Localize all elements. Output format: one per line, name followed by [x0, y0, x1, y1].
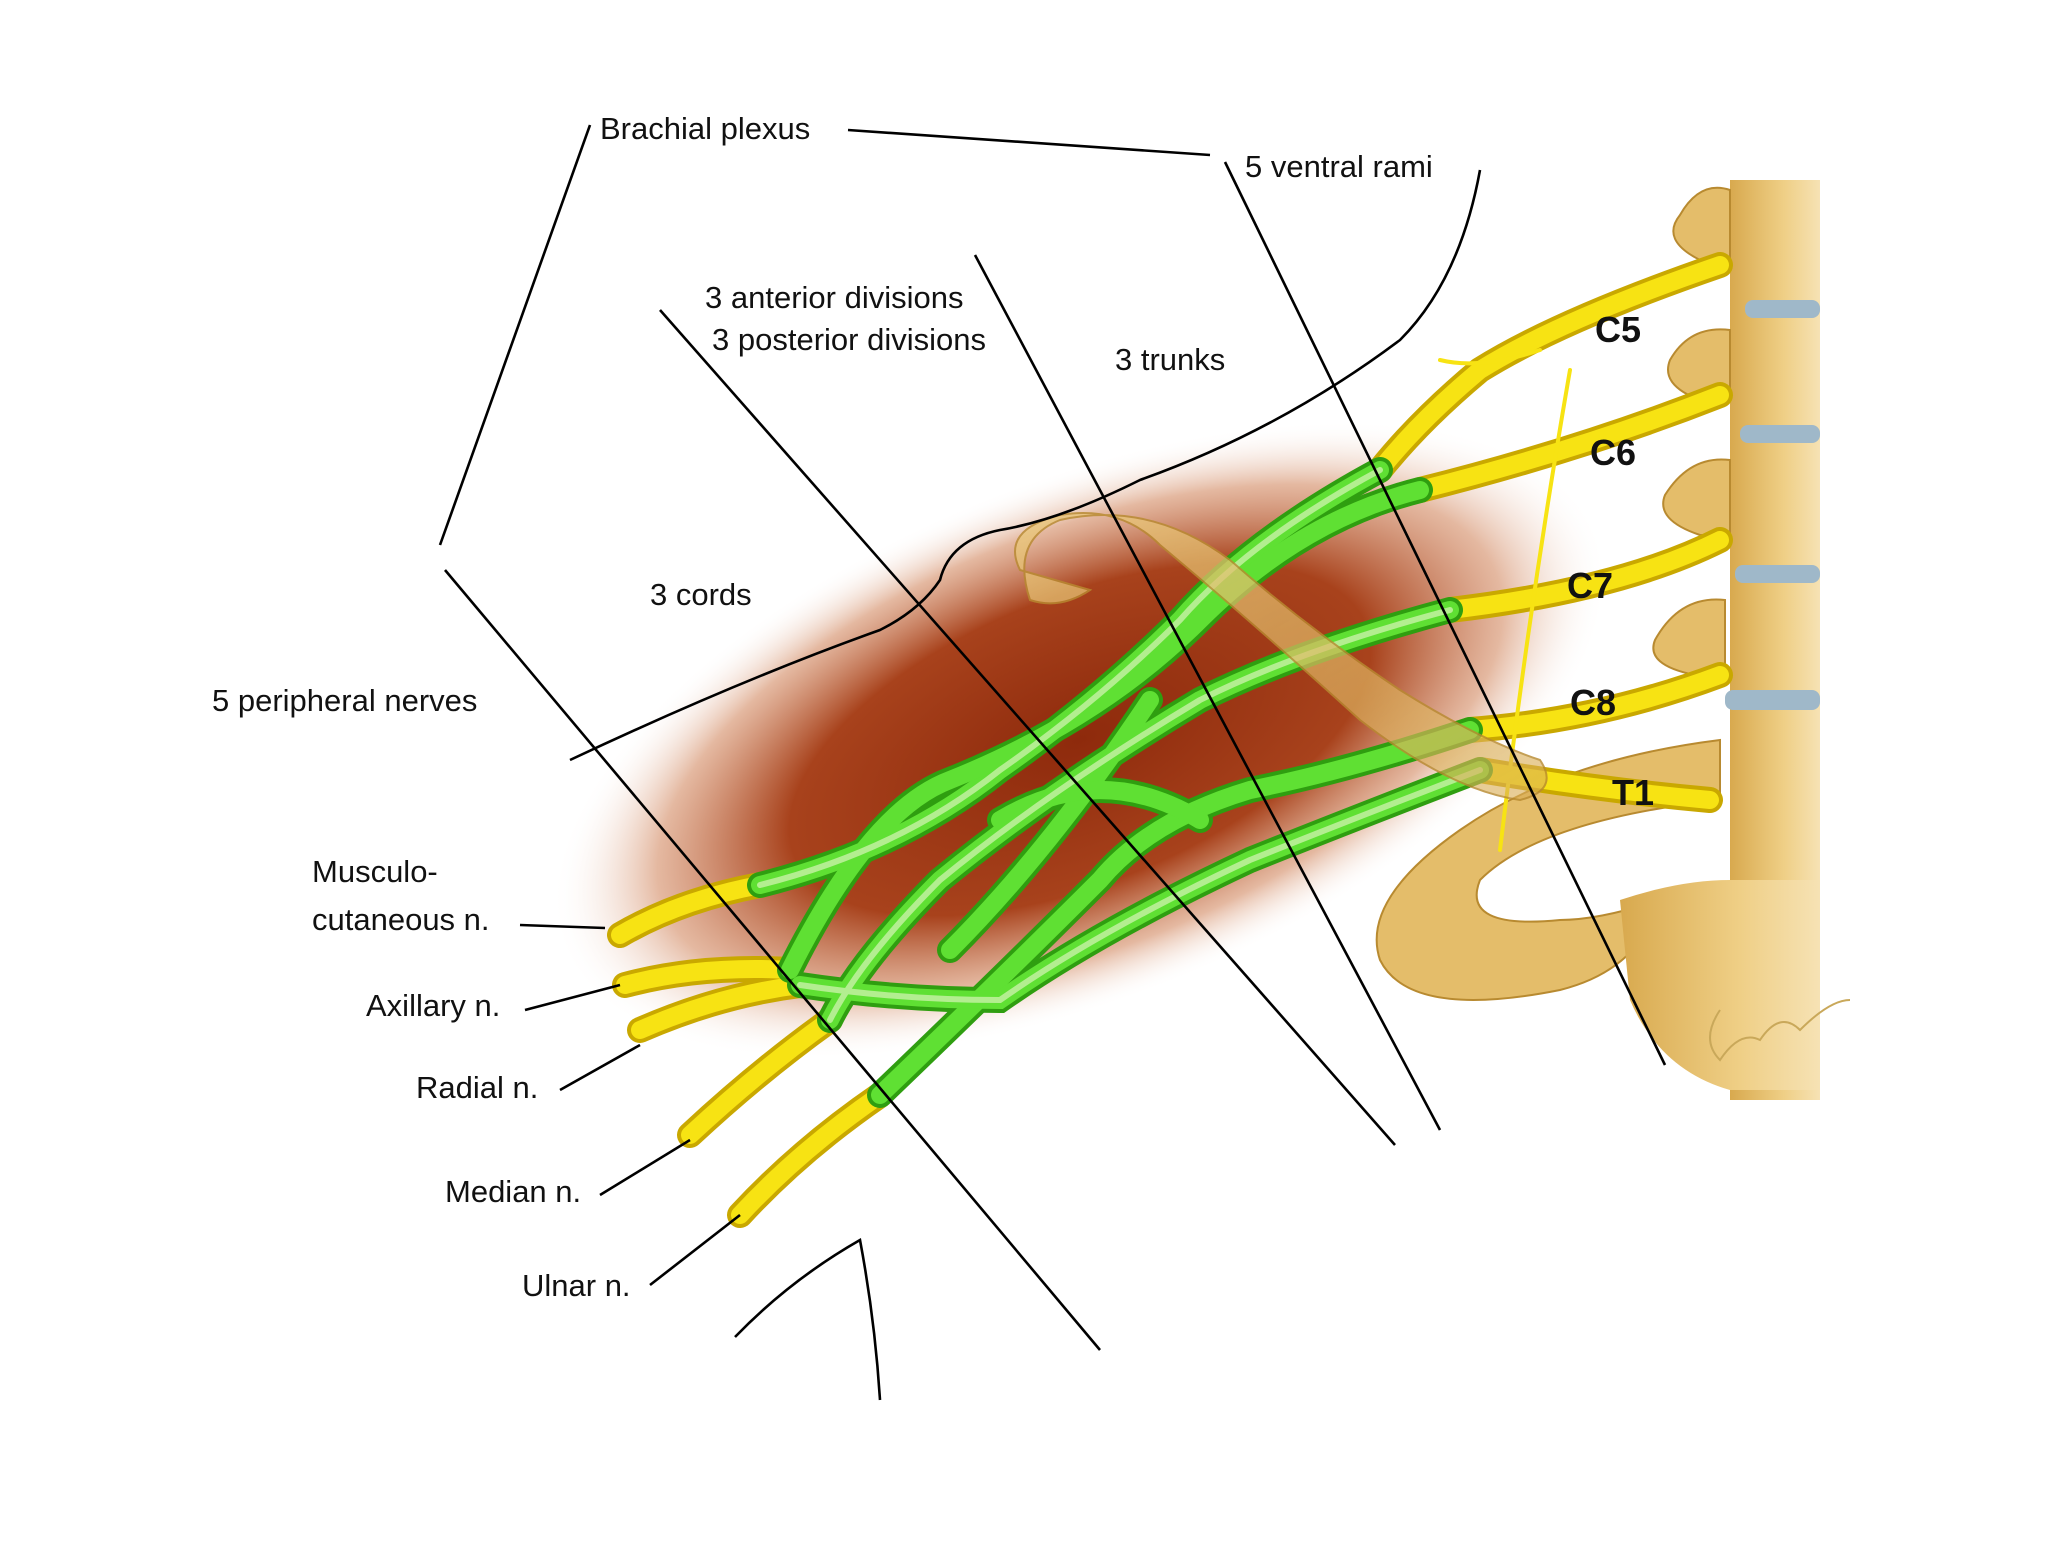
intervertebral-disc	[1725, 690, 1820, 710]
brachial-plexus-label: Brachial plexus	[600, 111, 810, 146]
level-c5-label: C5	[1595, 309, 1641, 350]
level-c8-label: C8	[1570, 682, 1616, 723]
level-c7-label: C7	[1567, 565, 1613, 606]
level-t1-label: T1	[1612, 772, 1654, 813]
intervertebral-disc	[1740, 425, 1820, 443]
ventral-rami-label: 5 ventral rami	[1245, 149, 1433, 184]
musculocutaneous-label-line1: Musculo-	[312, 854, 438, 889]
vertebra-process	[1663, 459, 1730, 535]
intervertebral-disc	[1735, 565, 1820, 583]
soft-tissue-region	[463, 289, 1696, 1191]
anterior-divisions-label: 3 anterior divisions	[705, 280, 963, 315]
brachial-plexus-leader	[848, 130, 1210, 155]
arm-outline	[735, 1240, 880, 1400]
ulnar-label: Ulnar n.	[522, 1268, 631, 1303]
cords-label: 3 cords	[650, 577, 752, 612]
median-label: Median n.	[445, 1174, 581, 1209]
axillary-label: Axillary n.	[366, 988, 500, 1023]
intervertebral-disc	[1745, 300, 1820, 318]
posterior-divisions-label: 3 posterior divisions	[712, 322, 986, 357]
peripheral-nerves-label: 5 peripheral nerves	[212, 683, 477, 718]
level-c6-label: C6	[1590, 432, 1636, 473]
musculocutaneous-label-line2: cutaneous n.	[312, 902, 490, 937]
radial-label: Radial n.	[416, 1070, 538, 1105]
vertebra-process	[1673, 188, 1730, 260]
brace-line	[440, 125, 590, 545]
trunks-label: 3 trunks	[1115, 342, 1225, 377]
